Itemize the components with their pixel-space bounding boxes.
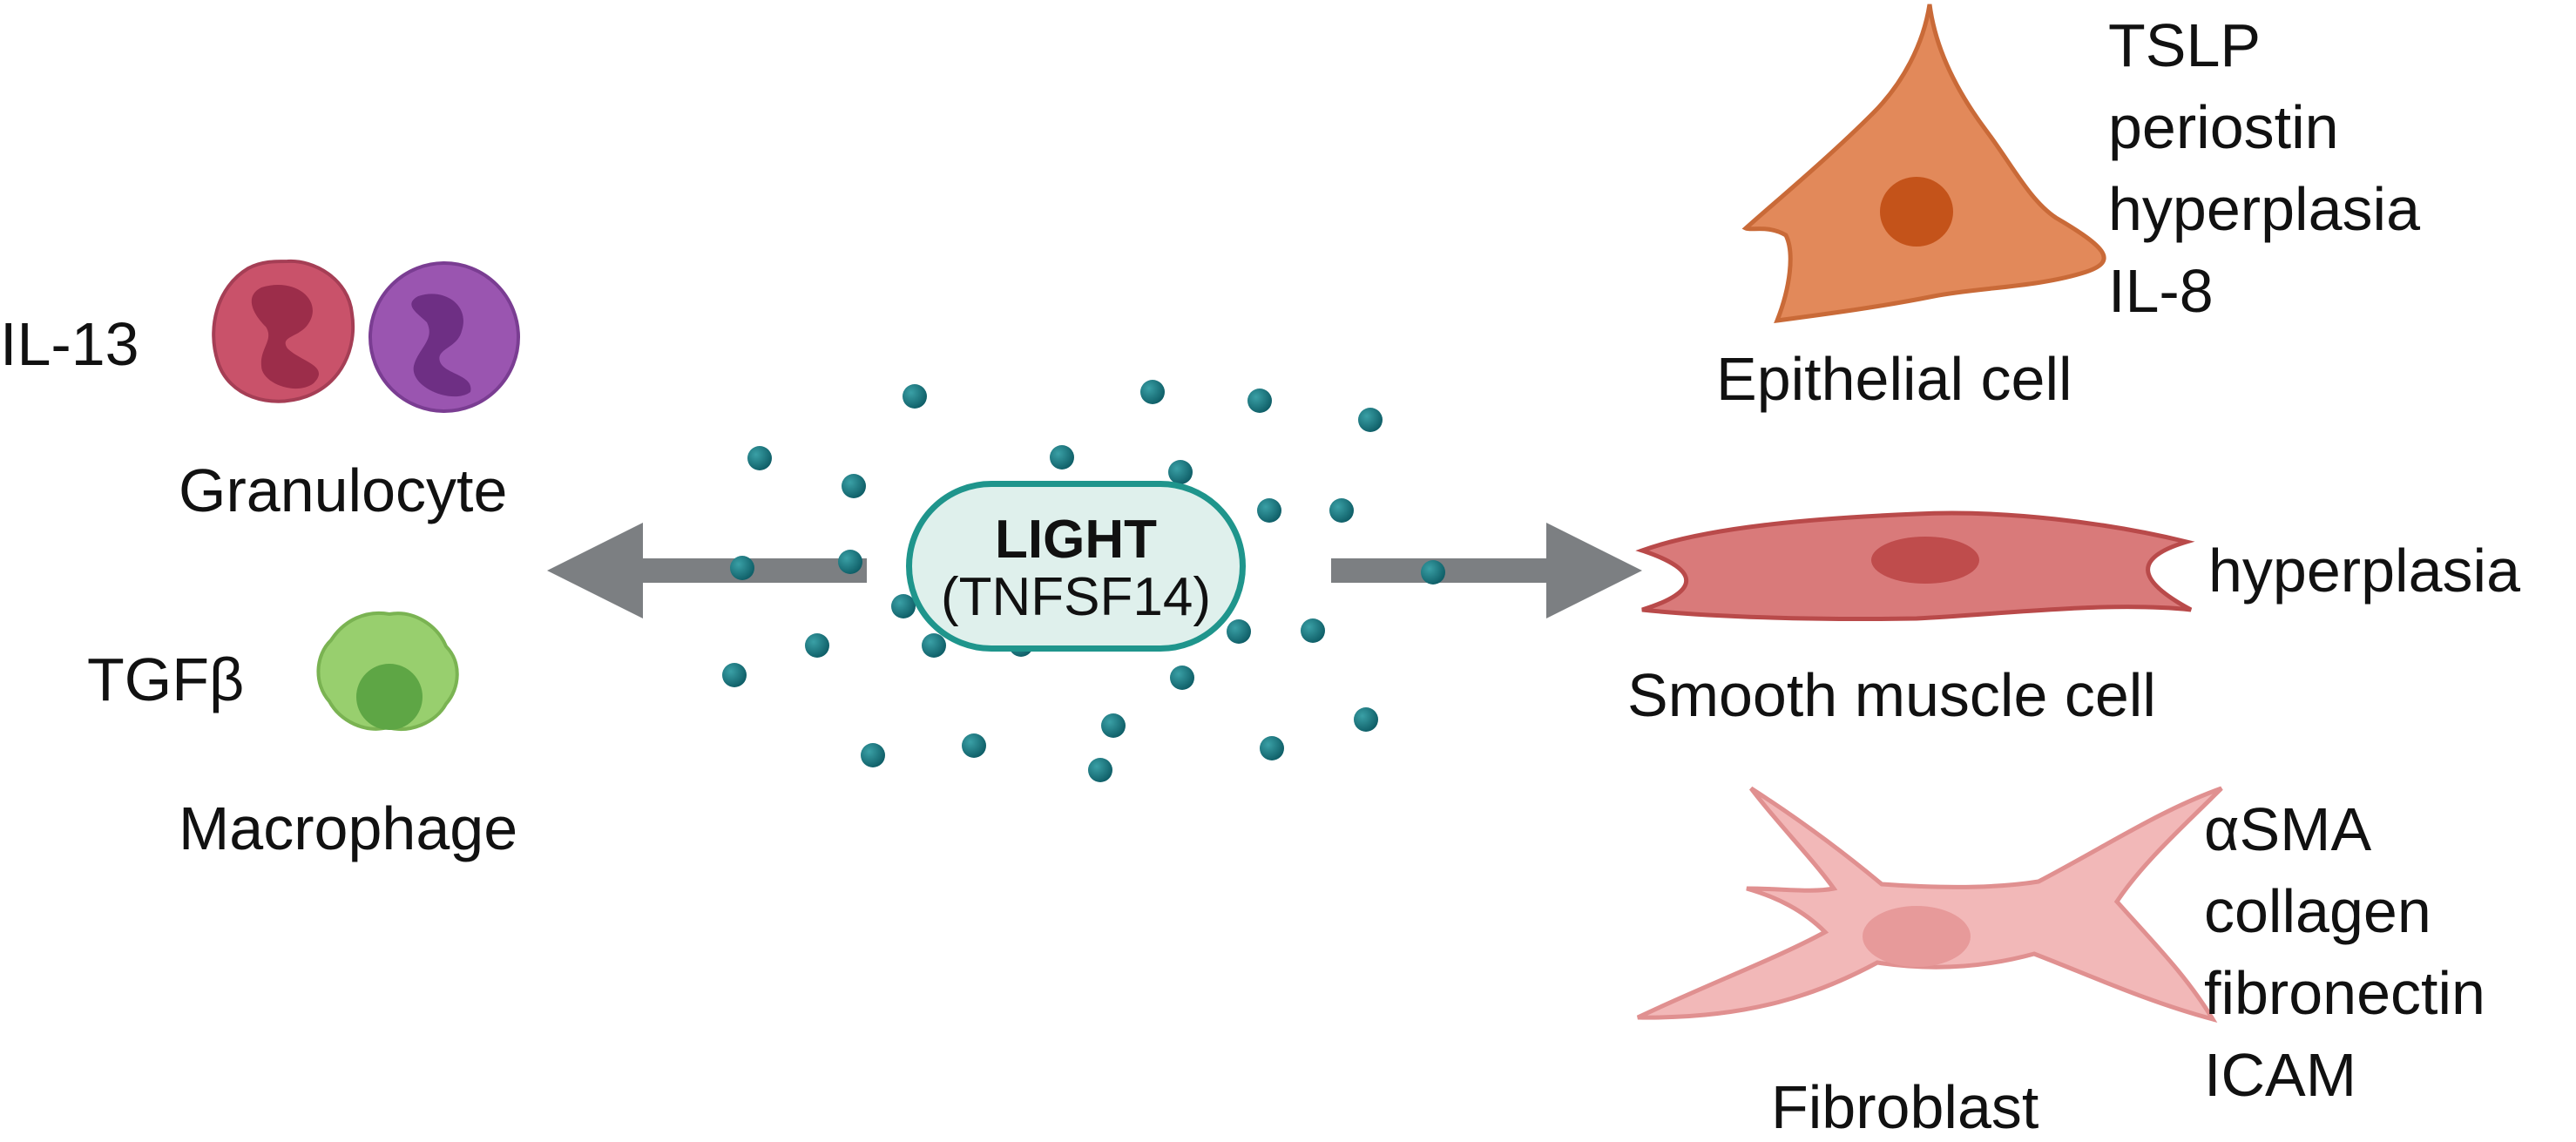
- light-particle: [1101, 713, 1126, 738]
- smooth-muscle-cell: [1635, 510, 2195, 622]
- light-particle: [1168, 460, 1193, 484]
- light-particle: [805, 633, 829, 658]
- arrow-left: [547, 523, 867, 618]
- macrophage-cell: [316, 611, 459, 731]
- light-particle: [1329, 498, 1354, 523]
- light-particle: [730, 556, 754, 580]
- light-particle: [1140, 380, 1165, 404]
- light-particle: [1260, 736, 1284, 760]
- light-particle: [842, 474, 866, 498]
- tnfsf14-label: (TNFSF14): [941, 567, 1211, 627]
- epithelial-effect: TSLP: [2108, 11, 2262, 79]
- light-particle: [891, 594, 916, 618]
- fibroblast-effect: ICAM: [2204, 1041, 2356, 1109]
- epithelial-effect: hyperplasia: [2108, 175, 2420, 243]
- light-particle: [861, 743, 885, 767]
- smooth-muscle-effect: hyperplasia: [2208, 537, 2520, 605]
- macrophage-factor: TGFβ: [87, 645, 245, 713]
- light-particle: [962, 733, 986, 758]
- epithelial-effects-list: TSLP periostin hyperplasia IL-8: [2108, 4, 2420, 332]
- epithelial-effect: periostin: [2108, 93, 2339, 161]
- light-particle: [747, 446, 772, 470]
- light-particle: [722, 663, 747, 687]
- granulocyte-factor: IL-13: [0, 310, 139, 378]
- light-particle: [1247, 389, 1272, 413]
- fibroblast-cell: [1636, 786, 2223, 1024]
- light-tnfsf14-pill: LIGHT (TNFSF14): [906, 481, 1246, 652]
- light-particles: [722, 380, 1445, 782]
- granulocyte-label: Granulocyte: [179, 456, 508, 524]
- light-particle: [1170, 666, 1194, 690]
- fibroblast-label: Fibroblast: [1771, 1073, 2039, 1141]
- fibroblast-effect: αSMA: [2204, 795, 2372, 863]
- light-label: LIGHT: [995, 510, 1157, 570]
- eosinophil-cell: [368, 261, 520, 413]
- light-particle: [1354, 707, 1378, 732]
- macrophage-label: Macrophage: [179, 794, 518, 862]
- arrow-right: [1331, 523, 1642, 618]
- light-particle: [922, 633, 946, 658]
- light-particle: [903, 384, 927, 409]
- neutrophil-cell: [212, 259, 355, 403]
- light-particle: [1301, 618, 1325, 643]
- light-particle: [838, 550, 862, 574]
- smooth-muscle-cell-label: Smooth muscle cell: [1627, 661, 2156, 729]
- light-particle: [1050, 445, 1074, 470]
- epithelial-cell: [1741, 3, 2106, 324]
- fibroblast-effect: fibronectin: [2204, 959, 2485, 1027]
- fibroblast-effects-list: αSMA collagen fibronectin ICAM: [2204, 788, 2485, 1116]
- fibroblast-effect: collagen: [2204, 877, 2431, 945]
- light-particle: [1088, 758, 1112, 782]
- epithelial-effect: IL-8: [2108, 257, 2214, 325]
- light-particle: [1421, 560, 1445, 585]
- epithelial-cell-label: Epithelial cell: [1716, 345, 2072, 413]
- light-particle: [1227, 619, 1251, 644]
- light-particle: [1257, 498, 1281, 523]
- light-particle: [1358, 408, 1383, 432]
